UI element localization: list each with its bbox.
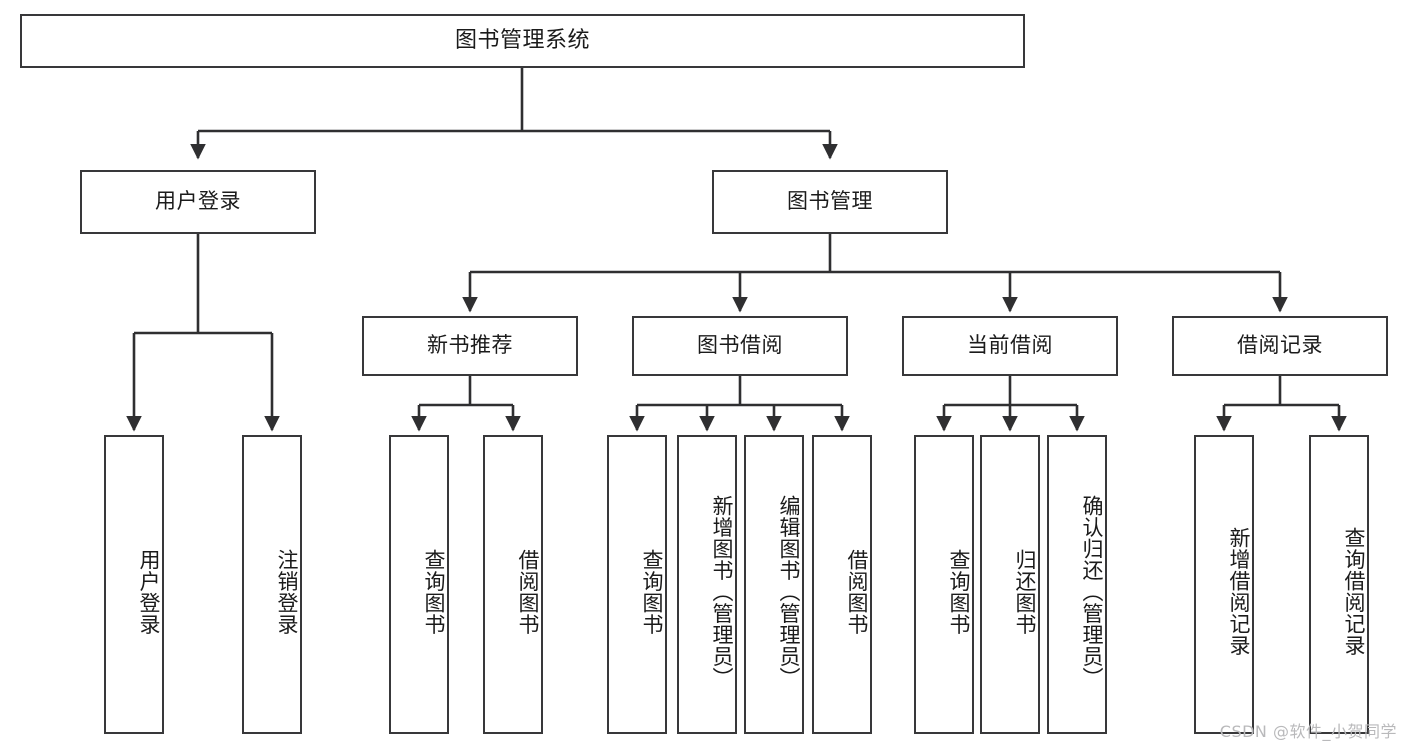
node-user-login[interactable]: 用户登录	[80, 170, 316, 234]
leaf-book-borrow-query[interactable]: 查询图书	[607, 435, 667, 734]
node-borrow-record[interactable]: 借阅记录	[1172, 316, 1388, 376]
leaf-book-borrow-edit-admin[interactable]: 编辑图书（管理员）	[744, 435, 804, 734]
csdn-watermark: CSDN @软件_小贺同学	[1219, 722, 1397, 741]
leaf-new-book-query[interactable]: 查询图书	[389, 435, 449, 734]
node-book-management[interactable]: 图书管理	[712, 170, 948, 234]
leaf-borrow-record-add[interactable]: 新增借阅记录	[1194, 435, 1254, 734]
leaf-current-borrow-confirm-admin[interactable]: 确认归还（管理员）	[1047, 435, 1107, 734]
leaf-new-book-borrow[interactable]: 借阅图书	[483, 435, 543, 734]
node-current-borrow[interactable]: 当前借阅	[902, 316, 1118, 376]
node-root-system[interactable]: 图书管理系统	[20, 14, 1025, 68]
leaf-book-borrow-add-admin[interactable]: 新增图书（管理员）	[677, 435, 737, 734]
leaf-user-login-signin[interactable]: 用户登录	[104, 435, 164, 734]
leaf-user-login-signout[interactable]: 注销登录	[242, 435, 302, 734]
node-book-borrow[interactable]: 图书借阅	[632, 316, 848, 376]
leaf-book-borrow-borrow[interactable]: 借阅图书	[812, 435, 872, 734]
leaf-current-borrow-return[interactable]: 归还图书	[980, 435, 1040, 734]
leaf-borrow-record-query[interactable]: 查询借阅记录	[1309, 435, 1369, 734]
node-new-book-recommend[interactable]: 新书推荐	[362, 316, 578, 376]
leaf-current-borrow-query[interactable]: 查询图书	[914, 435, 974, 734]
